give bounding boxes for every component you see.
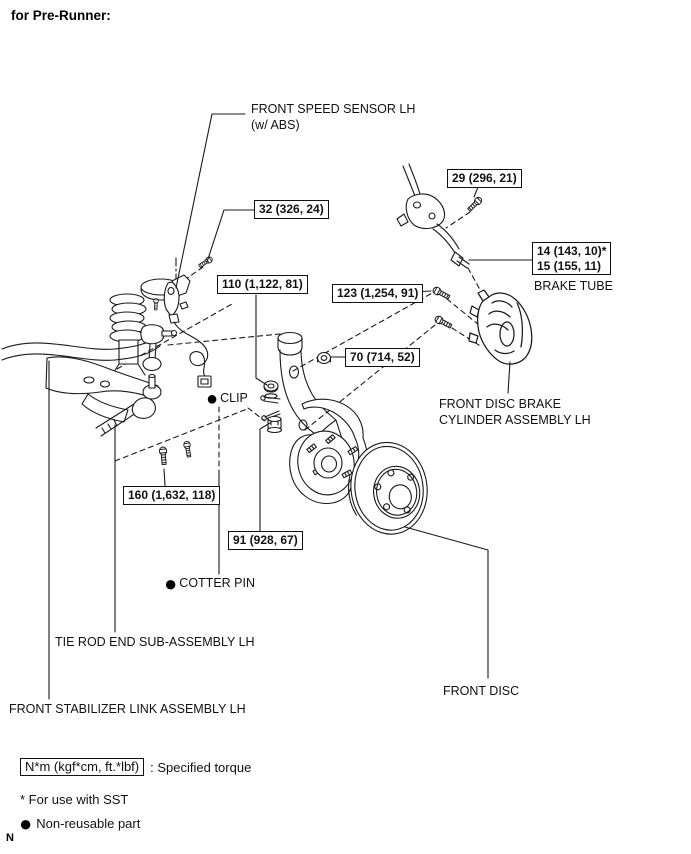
part-label-front-speed-sensor: FRONT SPEED SENSOR LH (w/ ABS) [251,102,415,133]
torque-callout-sensor-nut: 70 (714, 52) [345,348,420,367]
torque-line: 15 (155, 11) [537,258,602,273]
sensor-lock-nut [316,351,332,365]
torque-unit-box: N*m (kgf*cm, ft.*lbf) [20,758,145,776]
part-label-line: CYLINDER ASSEMBLY LH [439,412,591,427]
page-title: for Pre-Runner: [11,8,111,23]
brake-caliper [468,289,533,365]
torque-callout-brake-tube: 14 (143, 10)* 15 (155, 11) [532,242,612,275]
front-speed-sensor [163,274,212,388]
torque-callout-tie-rod-nut: 91 (928, 67) [228,531,303,550]
knuckle-hardware [260,380,283,434]
caliper-mount-bolts [431,285,454,331]
sensor-bolt [197,255,214,270]
legend-torque: N*m (kgf*cm, ft.*lbf) : Specified torque [20,758,251,776]
part-label-cotter-pin: COTTER PIN [179,576,255,590]
callout-cotter-pin: ● COTTER PIN [164,570,255,596]
part-label-caliper-assembly: FRONT DISC BRAKE CYLINDER ASSEMBLY LH [439,397,591,428]
torque-unit-description: : Specified torque [150,759,252,775]
brake-disc [348,441,428,535]
castle-nut [266,415,283,434]
torque-callout-knuckle-nut: 110 (1,122, 81) [217,275,308,294]
torque-callout-sensor-bolt: 32 (326, 24) [254,200,329,219]
sst-note: * For use with SST [20,792,129,807]
tie-rod-end [95,397,156,437]
torque-callout-caliper-bolt: 123 (1,254, 91) [332,284,424,303]
part-label-line: (w/ ABS) [251,117,300,132]
non-reusable-bullet-icon: ● [206,387,219,410]
part-label-clip: CLIP [220,391,248,405]
stabilizer-link-bolts [158,440,193,466]
axle-hub [297,430,359,496]
torque-line: 14 (143, 10)* [537,244,607,258]
part-label-stabilizer-link: FRONT STABILIZER LINK ASSEMBLY LH [9,702,246,716]
torque-callout-stabilizer-bolt: 160 (1,632, 118) [123,486,221,505]
page-footer-mark: N [6,832,14,844]
clip-part [260,395,281,404]
non-reusable-bullet-icon: ● [19,810,33,836]
legend-non-reusable: ● Non-reusable part [19,810,141,836]
non-reusable-bullet-icon: ● [164,570,178,596]
part-label-line: FRONT DISC BRAKE [439,397,562,411]
callout-clip: ● CLIP [206,387,248,410]
torque-callout-hose-bracket-bolt: 29 (296, 21) [447,169,522,188]
part-label-brake-tube: BRAKE TUBE [534,279,613,293]
stabilizer-bar-and-link [1,324,178,372]
hose-bracket-bolt [466,195,484,213]
non-reusable-label: Non-reusable part [36,816,141,831]
part-label-tie-rod-end: TIE ROD END SUB-ASSEMBLY LH [55,635,255,649]
brake-hose [396,163,470,269]
part-label-line: FRONT SPEED SENSOR LH [251,102,416,116]
part-label-front-disc: FRONT DISC [443,684,520,698]
